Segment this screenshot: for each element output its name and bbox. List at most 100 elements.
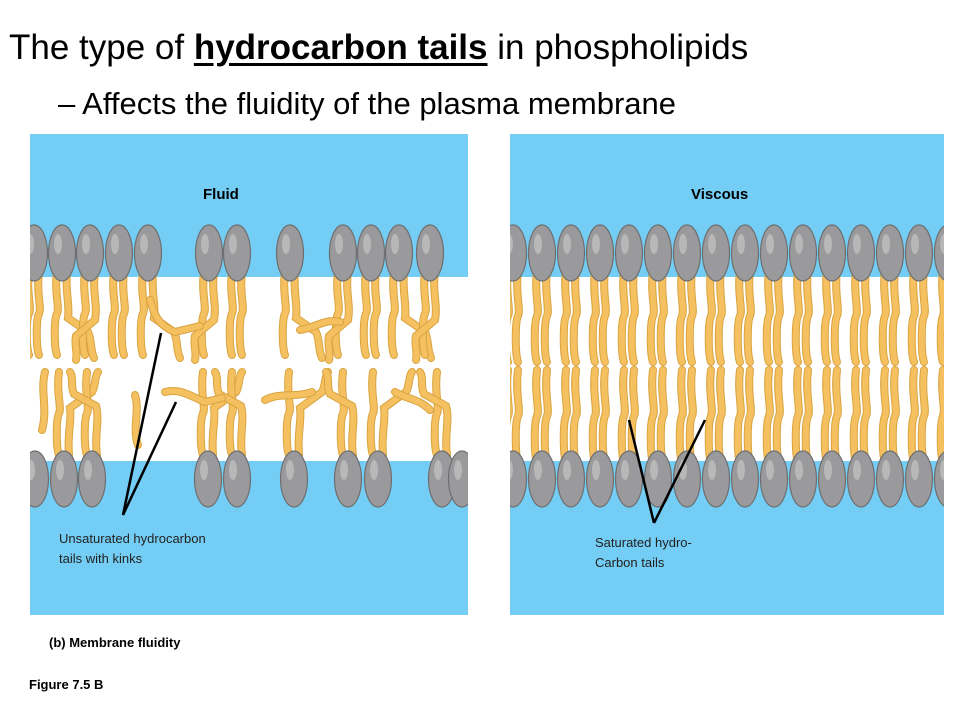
fatty-acid-tail (367, 369, 377, 458)
fatty-acid-tail (951, 370, 954, 462)
phosphate-head (672, 224, 702, 282)
phosphate-head (510, 450, 528, 508)
head-highlight (592, 460, 600, 480)
phosphate-head (556, 450, 586, 508)
fatty-acid-tail (918, 367, 928, 465)
fatty-acid-tail (79, 269, 89, 358)
fatty-acid-tail (510, 366, 513, 466)
phosphate-head (585, 224, 615, 282)
head-highlight (679, 234, 687, 254)
fatty-acid-tail (889, 267, 899, 365)
fatty-acid-tail (510, 367, 512, 465)
head-highlight (621, 234, 629, 254)
fatty-acid-tail (951, 270, 954, 362)
fatty-acid-tail (657, 267, 667, 365)
fatty-acid-tail (618, 367, 628, 465)
fatty-acid-tail (323, 369, 357, 458)
fatty-acid-tail (773, 267, 783, 365)
fatty-acid-tail (937, 267, 944, 365)
phosphate-head (585, 450, 615, 508)
head-highlight (286, 460, 294, 480)
phosphate-head (846, 450, 876, 508)
fatty-acid-tail (510, 266, 513, 366)
fatty-acid-tail (618, 267, 628, 365)
head-highlight (82, 234, 90, 254)
head-highlight (200, 460, 208, 480)
phosphate-head (104, 224, 134, 282)
fatty-acid-tail (197, 369, 207, 458)
fatty-acid-tail (802, 267, 812, 365)
fatty-acid-tail (686, 267, 696, 365)
saturated-tails-callout: Saturated hydro- Carbon tails (595, 533, 692, 573)
fatty-acid-tail (541, 267, 551, 365)
fluid-membrane-panel (30, 134, 468, 615)
head-highlight (111, 234, 119, 254)
phosphate-head (333, 450, 363, 508)
callout-line: tails with kinks (59, 551, 143, 566)
fatty-acid-tail (431, 369, 441, 458)
head-highlight (335, 234, 343, 254)
fluid-label: Fluid (203, 186, 239, 203)
fatty-acid-tail (226, 269, 236, 358)
head-highlight (363, 234, 371, 254)
head-highlight (824, 460, 832, 480)
pointer-line (627, 419, 656, 524)
phosphate-head (527, 450, 557, 508)
fatty-acid-tail (81, 369, 91, 458)
phosphate-head (933, 225, 944, 281)
head-highlight (563, 460, 571, 480)
fatty-acid-tail (531, 267, 541, 365)
fatty-acid-tail (879, 267, 889, 365)
fatty-acid-tail (137, 269, 147, 358)
phosphate-head (875, 224, 905, 282)
phosphate-head (133, 224, 163, 282)
fatty-acid-tail (412, 269, 439, 363)
fatty-acid-tail (628, 367, 638, 465)
head-highlight (30, 460, 35, 480)
head-highlight (766, 234, 774, 254)
head-highlight (510, 460, 513, 480)
head-highlight (54, 234, 62, 254)
phosphate-head (222, 224, 252, 282)
phosphate-head (527, 224, 557, 282)
head-highlight (534, 460, 542, 480)
fatty-acid-tail (589, 367, 599, 465)
fatty-acid-tail (262, 389, 315, 403)
phosphate-head (47, 224, 77, 282)
fatty-acid-tail (198, 269, 208, 358)
fatty-acid-tail (392, 389, 433, 413)
head-highlight (84, 460, 92, 480)
phosphate-head (643, 224, 673, 282)
fatty-acid-tail (560, 367, 570, 465)
fatty-acid-tail (744, 367, 754, 465)
head-highlight (422, 234, 430, 254)
fatty-acid-tail (744, 267, 754, 365)
fatty-acid-tail (831, 367, 841, 465)
fatty-acid-tail (67, 369, 101, 458)
fatty-acid-tail (792, 267, 802, 365)
fatty-acid-tail (191, 269, 218, 363)
head-highlight (882, 460, 890, 480)
head-highlight (737, 234, 745, 254)
viscous-membrane-panel (510, 134, 954, 615)
head-highlight (370, 460, 378, 480)
phosphate-head (759, 224, 789, 282)
phosphate-head (222, 450, 252, 508)
unsaturated-tails-callout: Unsaturated hydrocarbon tails with kinks (59, 529, 206, 569)
phosphate-head (730, 224, 760, 282)
fatty-acid-tail (821, 367, 831, 465)
fatty-acid-tail (821, 267, 831, 365)
callout-line: Saturated hydro- (595, 535, 692, 550)
phosphate-head (447, 450, 468, 508)
fatty-acid-tail (419, 269, 429, 358)
fatty-acid-tail (937, 367, 944, 465)
head-highlight (229, 234, 237, 254)
head-highlight (737, 460, 745, 480)
fatty-acid-tail (388, 269, 398, 358)
fatty-acid-tail (72, 269, 99, 363)
title-text-start: The type of (9, 28, 194, 67)
fatty-acid-tail (908, 267, 918, 365)
callout-line: Unsaturated hydrocarbon (59, 531, 206, 546)
phosphate-head (933, 451, 944, 507)
fatty-acid-tail (30, 268, 34, 359)
